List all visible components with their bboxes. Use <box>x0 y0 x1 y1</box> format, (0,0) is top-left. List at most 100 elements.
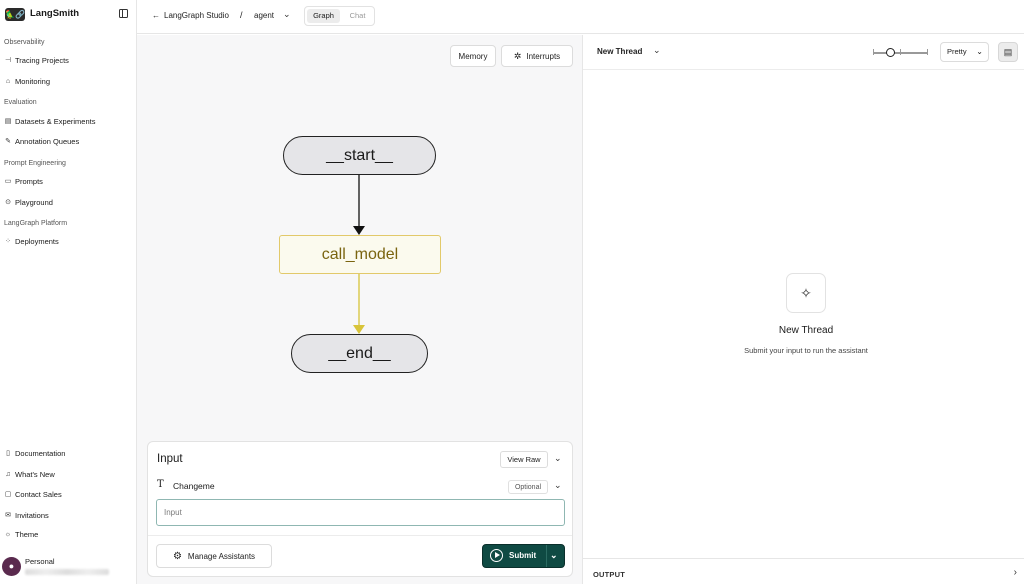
sidebar-item-prompts[interactable]: ▭ Prompts <box>4 174 132 188</box>
output-bar[interactable]: OUTPUT › <box>583 558 1024 584</box>
memory-button[interactable]: Memory <box>450 45 496 67</box>
monitoring-icon: ⌂ <box>5 77 11 85</box>
sidebar-item-label: Documentation <box>15 448 66 458</box>
field-name: Changeme <box>173 481 215 491</box>
profile-name: Personal <box>25 557 55 566</box>
langsmith-logo-icon: 🦜🔗 <box>5 8 25 21</box>
sidebar-item-invitations[interactable]: ✉ Invitations <box>4 508 132 522</box>
edge-model-to-end-arrow <box>353 325 365 334</box>
chevron-down-icon[interactable]: ⌄ <box>653 45 661 55</box>
breadcrumb-separator: / <box>240 10 243 20</box>
sidebar-item-label: Monitoring <box>15 76 51 86</box>
graph-canvas[interactable]: Memory ✲ Interrupts __start__ call_model… <box>137 35 583 584</box>
section-title-evaluation: Evaluation <box>4 99 37 106</box>
collapse-sidebar-icon[interactable] <box>119 9 128 18</box>
node-start[interactable]: __start__ <box>283 136 436 175</box>
graph-selector[interactable]: agent <box>254 11 275 20</box>
database-icon[interactable]: ▤ <box>998 42 1018 62</box>
manage-assistants-button[interactable]: ⚙ Manage Assistants <box>156 544 272 568</box>
chevron-down-icon[interactable]: ⌄ <box>283 9 291 19</box>
field-chevron-down-icon[interactable]: ⌄ <box>554 480 562 490</box>
chevron-right-icon[interactable]: › <box>1013 567 1017 578</box>
datasets-icon: ▤ <box>4 118 12 125</box>
sparkles-icon: ✧ <box>786 273 826 313</box>
sidebar-item-label: Contact Sales <box>15 489 62 499</box>
profile-switcher[interactable]: ● Personal <box>2 556 132 578</box>
edge-start-to-model-arrow <box>353 226 365 235</box>
submit-button[interactable]: Submit ⌄ <box>482 544 565 568</box>
manage-assistants-label: Manage Assistants <box>187 551 256 561</box>
sun-icon: ☼ <box>4 530 12 538</box>
sidebar-item-label: Annotation Queues <box>15 136 80 146</box>
sidebar: 🦜🔗 LangSmith Observability ⊣ Tracing Pro… <box>0 0 137 584</box>
bell-icon: ♫ <box>5 470 11 478</box>
sidebar-item-label: Playground <box>15 197 53 207</box>
node-call-model[interactable]: call_model <box>279 235 441 274</box>
submit-label: Submit <box>509 551 537 560</box>
divider <box>546 545 547 567</box>
format-select[interactable]: Pretty ⌄ <box>940 42 989 62</box>
node-end[interactable]: __end__ <box>291 334 428 373</box>
section-title-langgraph-platform: LangGraph Platform <box>4 220 68 227</box>
divider <box>148 535 572 536</box>
deployments-icon: ⁘ <box>5 238 11 245</box>
slider-handle[interactable] <box>886 48 895 57</box>
sidebar-item-label: Prompts <box>15 176 43 186</box>
prompts-icon: ▭ <box>4 178 12 185</box>
sidebar-item-label: Deployments <box>15 236 59 246</box>
profile-email-redacted <box>25 569 109 575</box>
submit-options-chevron-icon[interactable]: ⌄ <box>550 550 558 560</box>
view-tabs: Graph Chat <box>304 6 375 26</box>
breadcrumb-app[interactable]: LangGraph Studio <box>164 11 229 20</box>
tab-chat[interactable]: Chat <box>349 11 366 20</box>
sidebar-item-contact-sales[interactable]: ▢ Contact Sales <box>4 487 132 501</box>
sidebar-item-annotation-queues[interactable]: ✎ Annotation Queues <box>4 134 132 148</box>
sidebar-item-datasets[interactable]: ▤ Datasets & Experiments <box>4 114 132 128</box>
play-icon <box>490 549 503 562</box>
slider-tick <box>927 49 928 55</box>
tracing-icon: ⊣ <box>4 57 12 64</box>
gear-icon: ⚙ <box>172 550 182 562</box>
format-select-value: Pretty <box>947 47 967 56</box>
avatar: ● <box>2 557 21 576</box>
sidebar-item-whats-new[interactable]: ♫ What's New <box>4 467 132 481</box>
section-title-prompt-engineering: Prompt Engineering <box>4 160 66 167</box>
mail-icon: ✉ <box>5 512 11 519</box>
tab-graph[interactable]: Graph <box>307 9 340 23</box>
chat-icon: ▢ <box>4 491 12 498</box>
thread-header: New Thread ⌄ Pretty ⌄ ▤ <box>583 35 1024 70</box>
view-raw-button[interactable]: View Raw <box>500 451 548 468</box>
annotation-icon: ✎ <box>5 138 11 145</box>
sidebar-item-theme[interactable]: ☼ Theme <box>4 527 132 541</box>
sidebar-item-playground[interactable]: ⊙ Playground <box>4 195 132 209</box>
empty-state-subtitle: Submit your input to run the assistant <box>744 346 868 355</box>
text-type-icon: T <box>157 479 164 490</box>
chevron-down-icon: ⌄ <box>976 47 983 56</box>
sidebar-item-label: Datasets & Experiments <box>15 116 96 126</box>
playground-icon: ⊙ <box>5 199 11 206</box>
slider-tick <box>873 49 874 55</box>
brand[interactable]: 🦜🔗 LangSmith <box>5 7 132 23</box>
interrupts-label: Interrupts <box>526 51 561 61</box>
input-field[interactable] <box>156 499 565 526</box>
bug-icon: ✲ <box>513 50 522 61</box>
sidebar-item-label: What's New <box>15 469 55 479</box>
back-arrow-icon[interactable]: ← <box>152 11 160 20</box>
input-panel: Input View Raw ⌄ T Changeme Optional ⌄ ⚙… <box>147 441 573 577</box>
sidebar-item-label: Invitations <box>15 510 49 520</box>
interrupts-button[interactable]: ✲ Interrupts <box>501 45 573 67</box>
depth-slider[interactable] <box>873 48 928 57</box>
thread-selector[interactable]: New Thread <box>597 47 643 56</box>
sidebar-item-label: Theme <box>15 529 39 539</box>
brand-name: LangSmith <box>30 8 80 19</box>
collapse-input-chevron-icon[interactable]: ⌄ <box>554 453 562 463</box>
sidebar-item-monitoring[interactable]: ⌂ Monitoring <box>4 74 132 88</box>
sidebar-item-documentation[interactable]: ▯ Documentation <box>4 446 132 460</box>
slider-tick <box>900 49 901 55</box>
sidebar-item-deployments[interactable]: ⁘ Deployments <box>4 234 132 248</box>
sidebar-item-tracing-projects[interactable]: ⊣ Tracing Projects <box>4 53 132 67</box>
section-title-observability: Observability <box>4 39 45 46</box>
sidebar-item-label: Tracing Projects <box>15 55 69 65</box>
documentation-icon: ▯ <box>6 450 10 457</box>
